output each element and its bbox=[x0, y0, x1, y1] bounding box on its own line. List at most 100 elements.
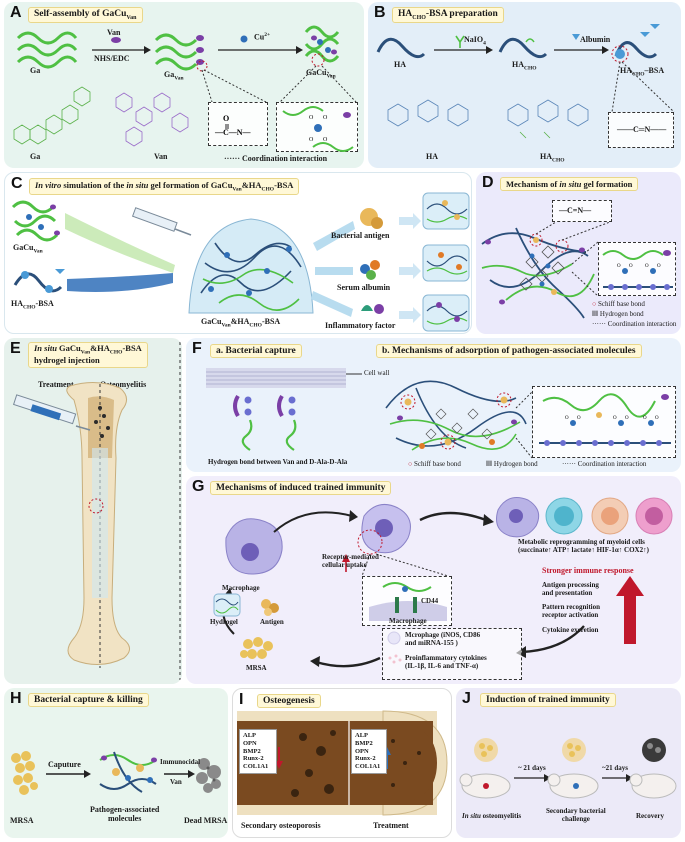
label-treatment: Treatment bbox=[373, 821, 409, 830]
label-antigen: Antigen bbox=[260, 618, 284, 626]
panel-title: In vitro simulation of the in situ gel f… bbox=[29, 178, 300, 195]
legend-coordination: ······ Coordination interaction bbox=[224, 154, 328, 163]
legend-schiff-base: ○ Schiff base bond bbox=[592, 300, 645, 308]
ha-bsa-scheme bbox=[376, 24, 675, 139]
panel-letter: D bbox=[482, 174, 494, 191]
label-bacterial-antigen: Bacterial antigen bbox=[331, 231, 390, 240]
label-hydrogel: Hydrogel bbox=[210, 618, 238, 626]
panel-title: Self-assembly of GaCuVan bbox=[28, 7, 143, 23]
label-van-reagent: Van bbox=[107, 28, 121, 37]
label-van: Van bbox=[170, 778, 182, 786]
in-vitro-gel-scheme bbox=[11, 192, 470, 332]
svg-text:O: O bbox=[323, 137, 328, 143]
svg-text:O: O bbox=[617, 264, 621, 269]
trained-immunity-mice bbox=[459, 738, 677, 799]
subpanel-a-title: a. Bacterial capture bbox=[210, 344, 302, 358]
label-mrsa: MRSA bbox=[10, 816, 34, 825]
syringe-icon bbox=[131, 207, 192, 236]
panel-letter: C bbox=[11, 175, 23, 192]
ga-structure bbox=[13, 86, 91, 145]
svg-text:O: O bbox=[657, 264, 661, 269]
label-ha: HA bbox=[394, 60, 406, 69]
panel-d: D Mechanism of in situ gel formation —C=… bbox=[476, 172, 681, 334]
self-assembly-scheme bbox=[13, 25, 357, 147]
panel-title: Mechanism of in situ gel formation bbox=[500, 177, 639, 191]
panel-a: A Self-assembly of GaCuVan bbox=[4, 2, 364, 168]
label-secondary-osteoporosis: Secondary osteoporosis bbox=[241, 821, 321, 830]
label-stronger-immune-response: Stronger immune response bbox=[542, 566, 634, 575]
label-caputure: Caputure bbox=[48, 760, 81, 769]
panel-j: J Induction of trained immunity ~ 21 bbox=[456, 688, 681, 838]
panel-g: G Mechanisms of induced trained immunity bbox=[186, 476, 681, 684]
label-ha-cho-bsa: HACHO–BSA bbox=[620, 66, 665, 78]
svg-text:—C—N—: —C—N— bbox=[214, 128, 252, 137]
label-proinflammatory-cytokines: Proinflammatory cytokines(IL-1β, IL-6 an… bbox=[405, 654, 487, 670]
label-hbond-caption: Hydrogen bond between Van and D-Ala-D-Al… bbox=[208, 458, 348, 466]
label-macrophage: Macrophage bbox=[222, 584, 260, 592]
label-struct-van: Van bbox=[154, 152, 168, 161]
albumin-icon bbox=[572, 34, 580, 40]
bone-illustration bbox=[12, 342, 181, 680]
label-in-situ-osteomyelitis: In situ osteomyelitis bbox=[462, 812, 522, 820]
panel-letter: E bbox=[10, 340, 21, 357]
label-ga-van: GaVan bbox=[164, 70, 184, 82]
svg-text:O: O bbox=[655, 416, 659, 421]
imine-bond-zoom: ——C═N—— bbox=[608, 112, 674, 148]
svg-text:O: O bbox=[323, 115, 328, 121]
label-cd44: CD44 bbox=[421, 597, 439, 605]
panel-c: C In vitro simulation of the in situ gel… bbox=[4, 172, 472, 334]
antigen-icon bbox=[261, 599, 279, 616]
label-serum-albumin: Serum albumin bbox=[337, 283, 391, 292]
naio4-icon bbox=[455, 35, 465, 48]
capture-killing-scheme bbox=[11, 751, 221, 795]
serum-albumin-icon bbox=[360, 260, 380, 280]
mrsa-cluster-icon bbox=[240, 637, 273, 659]
label-metabolic-reprogramming: Metabolic reprogramming of myeloid cells… bbox=[518, 538, 649, 555]
amide-bond-zoom: O —C—N— bbox=[208, 102, 268, 146]
label-ha-cho-bsa: HACHO-BSA bbox=[11, 299, 54, 311]
label-ga: Ga bbox=[30, 66, 41, 75]
label-immunocidal: Immunocidal bbox=[160, 758, 201, 766]
svg-text:O: O bbox=[309, 115, 314, 121]
label-gacu-van: GaCuVan bbox=[13, 243, 43, 255]
svg-text:O: O bbox=[223, 114, 229, 123]
svg-text:O: O bbox=[645, 264, 649, 269]
copper-ion-icon bbox=[240, 35, 248, 43]
cd44-zoom: CD44 Macrophage bbox=[362, 576, 452, 626]
label-struct-hacho: HACHO bbox=[540, 152, 565, 164]
bacterial-capture-scheme bbox=[206, 368, 533, 459]
van-molecule-icon bbox=[111, 37, 121, 43]
gel-mechanism-network bbox=[481, 221, 611, 319]
panel-letter: I bbox=[239, 691, 244, 708]
hydrogel-icon bbox=[213, 593, 241, 617]
subpanel-b-title: b. Mechanisms of adsorption of pathogen-… bbox=[376, 344, 642, 358]
bacterial-antigen-icon bbox=[360, 208, 383, 229]
panel-letter: F bbox=[192, 340, 202, 357]
panel-letter: A bbox=[10, 4, 22, 21]
label-cytokine-excretion: Cytokine excretion bbox=[542, 626, 599, 634]
label-macrophage-inner: Macrophage bbox=[389, 617, 427, 625]
ga-polymer-chains bbox=[16, 31, 78, 69]
label-treatment: Treatment bbox=[38, 380, 74, 389]
label-struct-ga: Ga bbox=[30, 152, 41, 161]
macrophage-icon bbox=[225, 518, 283, 575]
svg-text:O: O bbox=[613, 416, 617, 421]
legend-hydrogen-bond: ⦀⦀ Hydrogen bond bbox=[592, 310, 644, 318]
inflammatory-factor-icon bbox=[361, 304, 384, 314]
label-mrsa: MRSA bbox=[246, 664, 267, 672]
panel-letter: G bbox=[192, 478, 205, 495]
svg-text:O: O bbox=[643, 416, 647, 421]
label-nhs-edc: NHS/EDC bbox=[94, 54, 130, 63]
panel-letter: J bbox=[462, 690, 471, 707]
trained-immunity-scheme bbox=[213, 497, 673, 668]
panel-letter: B bbox=[374, 4, 386, 21]
